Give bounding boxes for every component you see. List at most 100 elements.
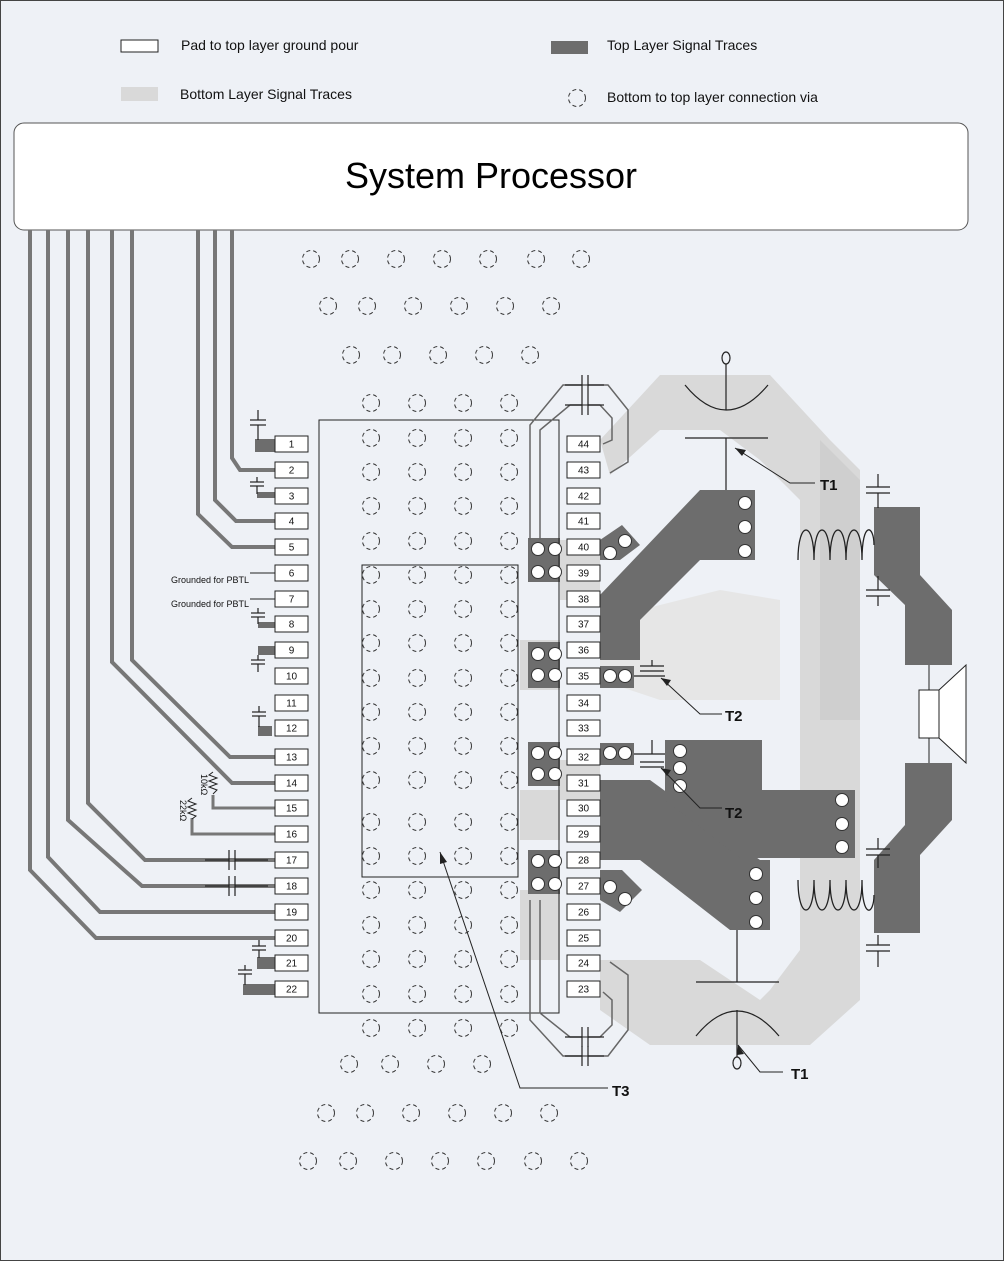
- via: [494, 1104, 512, 1122]
- via: [408, 916, 426, 934]
- left-pin-pad: 4: [274, 512, 309, 530]
- resistor-r1: 10kΩ: [199, 771, 219, 796]
- right-pin-number: 31: [578, 779, 590, 790]
- right-pin-number: 24: [578, 959, 590, 970]
- via: [362, 429, 380, 447]
- capacitor-pin12: [252, 706, 266, 727]
- pin6-note: Grounded for PBTL: [171, 575, 249, 585]
- label-t3: T3: [612, 1083, 630, 1100]
- right-pin-number: 28: [578, 856, 590, 867]
- legend-top-trace-swatch: [551, 41, 588, 54]
- via: [500, 634, 518, 652]
- right-pin-number: 41: [578, 517, 590, 528]
- right-pin-number: 27: [578, 882, 590, 893]
- top-pad-tab-3: [257, 492, 275, 498]
- via: [500, 429, 518, 447]
- left-pin-number: 7: [289, 595, 295, 606]
- via: [362, 847, 380, 865]
- via: [340, 1055, 358, 1073]
- via: [531, 542, 545, 556]
- left-pin-number: 18: [286, 882, 298, 893]
- via: [479, 250, 497, 268]
- left-pin-pad: 8: [274, 615, 309, 633]
- capacitor-output-4: [866, 935, 890, 967]
- trace-pin-4: [213, 230, 275, 523]
- right-pin-pad: 41: [566, 512, 601, 530]
- via: [362, 985, 380, 1003]
- left-pin-pad: 2: [274, 461, 309, 479]
- thermal-pad-outline: [361, 564, 519, 878]
- via: [603, 880, 617, 894]
- via: [475, 346, 493, 364]
- callout-t3-line: [439, 851, 608, 1089]
- via: [500, 881, 518, 899]
- legend-pad-swatch: [120, 39, 159, 53]
- top-trace-right-step: [665, 740, 855, 858]
- trace-pin-14: [110, 230, 275, 785]
- right-pin-pad: 33: [566, 719, 601, 737]
- legend-via-swatch: [568, 89, 586, 107]
- via: [454, 634, 472, 652]
- left-pin-number: 8: [289, 620, 295, 631]
- via: [454, 881, 472, 899]
- capacitor-loop-top-2: [565, 395, 604, 415]
- loop-bottom-outer: [529, 900, 629, 1057]
- via: [342, 346, 360, 364]
- left-pin-pad: 18: [274, 877, 309, 895]
- top-pad-tab-12: [258, 726, 272, 736]
- via: [496, 297, 514, 315]
- via: [454, 916, 472, 934]
- right-pin-number: 39: [578, 569, 590, 580]
- top-pad-tab-1: [255, 439, 275, 452]
- trace-pin-2: [230, 230, 275, 472]
- via: [408, 737, 426, 755]
- via: [603, 746, 617, 760]
- top-trace-lower-output: [600, 780, 770, 930]
- system-processor-label: System Processor: [345, 155, 637, 196]
- via: [618, 746, 632, 760]
- via: [500, 394, 518, 412]
- via: [362, 813, 380, 831]
- capacitor-output-3: [866, 838, 890, 868]
- resistor-r1-label: 10kΩ: [199, 774, 209, 796]
- via: [408, 600, 426, 618]
- left-pin-pad: 16: [274, 825, 309, 843]
- via: [454, 985, 472, 1003]
- right-pin-pad: 25: [566, 929, 601, 947]
- via: [362, 881, 380, 899]
- right-pin-pad: 28: [566, 851, 601, 869]
- via: [454, 703, 472, 721]
- via: [500, 985, 518, 1003]
- top-pad-tab-8: [258, 622, 275, 628]
- left-pin-number: 4: [289, 517, 295, 528]
- via: [531, 854, 545, 868]
- via: [548, 877, 562, 891]
- capacitors: [205, 375, 890, 1066]
- right-pin-number: 32: [578, 753, 590, 764]
- via: [387, 250, 405, 268]
- resistor-r2: 22kΩ: [178, 797, 198, 822]
- via: [548, 854, 562, 868]
- right-pin-number: 33: [578, 724, 590, 735]
- callout-t1-upper-line: [734, 447, 815, 484]
- via: [385, 1152, 403, 1170]
- via: [454, 813, 472, 831]
- via: [362, 463, 380, 481]
- via: [542, 297, 560, 315]
- right-pin-pad: 44: [566, 435, 601, 453]
- left-pin-number: 3: [289, 492, 295, 503]
- left-pin-pad: 5: [274, 538, 309, 556]
- via: [454, 497, 472, 515]
- legend-via-label: Bottom to top layer connection via: [607, 89, 818, 105]
- via: [500, 703, 518, 721]
- via: [454, 600, 472, 618]
- via: [500, 669, 518, 687]
- inductor-lower: [797, 879, 875, 911]
- via: [433, 250, 451, 268]
- via: [540, 1104, 558, 1122]
- resistor-traces: [190, 795, 275, 836]
- bottom-trace-block-d: [520, 790, 560, 840]
- via: [362, 532, 380, 550]
- left-pin-pad: 15: [274, 799, 309, 817]
